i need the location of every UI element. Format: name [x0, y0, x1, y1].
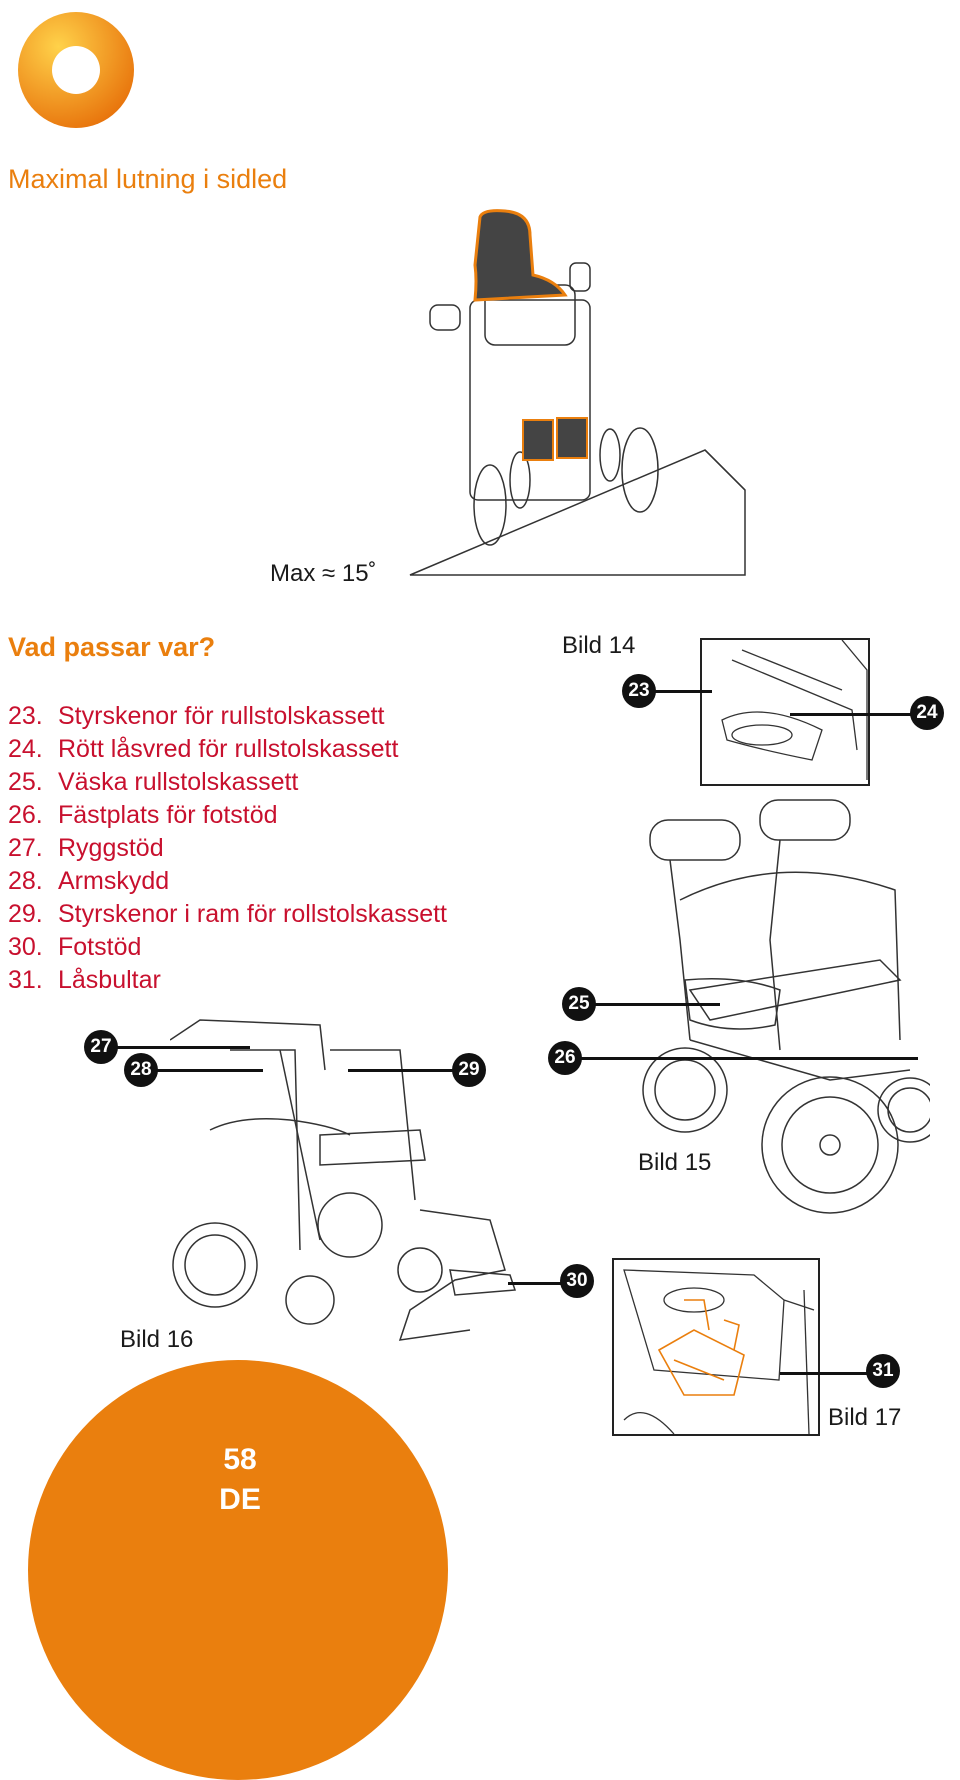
callout-badge-30: 30: [560, 1264, 594, 1298]
callout-line-29: [348, 1069, 466, 1072]
parts-list: 23.Styrskenor för rullstolskassett 24.Rö…: [8, 700, 447, 997]
list-item: 29.Styrskenor i ram för rollstolskassett: [8, 900, 447, 928]
callout-badge-31: 31: [866, 1354, 900, 1388]
page-number-circle: [28, 1360, 448, 1780]
list-item: 23.Styrskenor för rullstolskassett: [8, 702, 385, 730]
list-item: 27.Ryggstöd: [8, 834, 164, 862]
callout-line-30: [508, 1282, 568, 1285]
callout-line-31: [780, 1372, 880, 1375]
figure-14-illustration: [721, 640, 868, 780]
section-title: Maximal lutning i sidled: [8, 164, 288, 194]
figure-caption-17: Bild 17: [828, 1404, 902, 1431]
figure-14-frame: [700, 638, 870, 786]
callout-line-25: [580, 1003, 720, 1006]
figure-16-illustration: [170, 1019, 517, 1341]
list-item: 31.Låsbultar: [8, 966, 161, 994]
callout-line-28: [145, 1069, 263, 1072]
figure-caption-14: Bild 14: [562, 632, 636, 659]
slope-wheelchair-illustration: [409, 209, 746, 576]
callout-badge-23: 23: [622, 674, 656, 708]
callout-line-24: [790, 713, 920, 716]
callout-line-23: [640, 690, 712, 693]
list-item: 26.Fästplats för fotstöd: [8, 801, 278, 829]
callout-badge-24: 24: [910, 696, 944, 730]
brand-logo: [18, 12, 134, 128]
callout-line-26: [566, 1057, 918, 1060]
list-item: 28.Armskydd: [8, 867, 170, 895]
callout-badge-26: 26: [548, 1041, 582, 1075]
callout-line-27: [104, 1046, 250, 1049]
callout-badge-25: 25: [562, 987, 596, 1021]
callout-badge-29: 29: [452, 1053, 486, 1087]
max-tilt-label: Max ≈ 15˚: [270, 560, 377, 587]
figure-15-illustration: [642, 799, 930, 1214]
callout-badge-28: 28: [124, 1053, 158, 1087]
callout-badge-27: 27: [84, 1030, 118, 1064]
list-item: 25.Väska rullstolskassett: [8, 768, 299, 796]
figure-17-frame: [612, 1258, 820, 1436]
list-item: 24.Rött låsvred för rullstolskassett: [8, 735, 399, 763]
parts-title: Vad passar var?: [8, 632, 216, 662]
page-number: 58 DE: [219, 1443, 261, 1516]
figure-caption-16: Bild 16: [120, 1326, 194, 1353]
list-item: 30.Fotstöd: [8, 933, 142, 961]
figure-caption-15: Bild 15: [638, 1149, 712, 1176]
figure-17-illustration: [623, 1269, 815, 1434]
